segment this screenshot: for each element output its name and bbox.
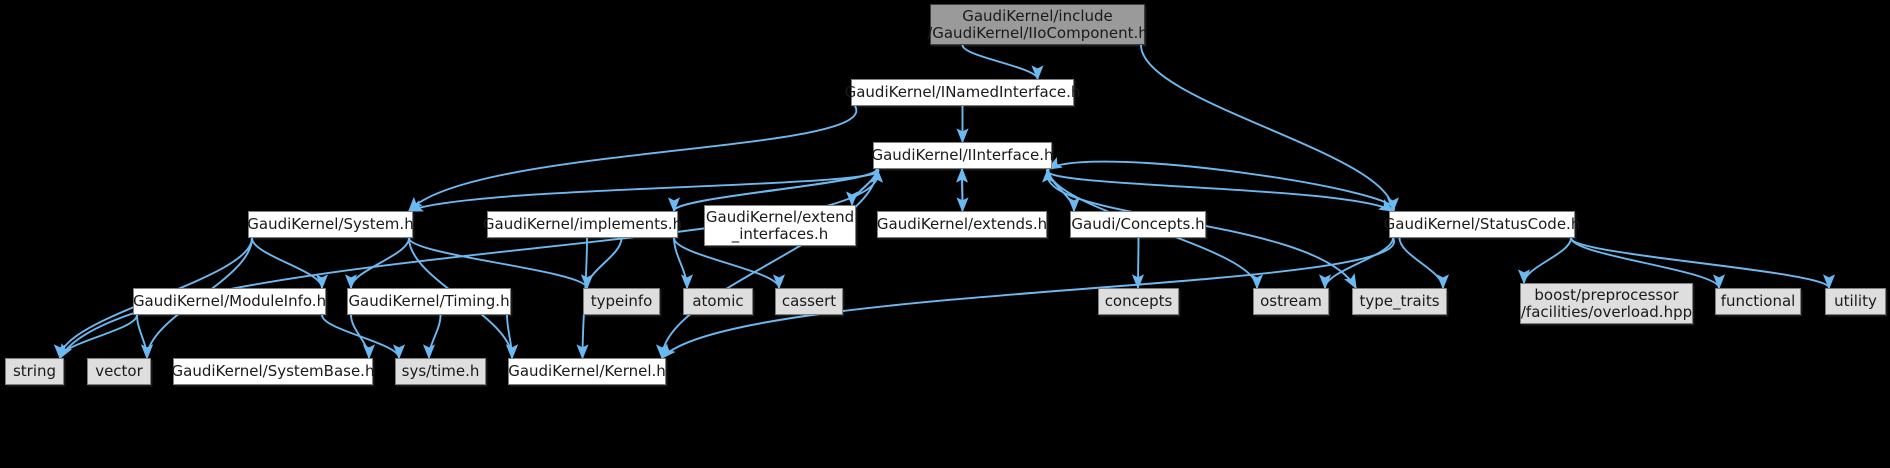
- graph-edge-inamedinterface-to-system: [407, 105, 858, 213]
- graph-node-label: Gaudi/Concepts.h: [1071, 215, 1205, 234]
- graph-edge-moduleinfo-to-string: [53, 314, 138, 360]
- graph-edge-timing-to-systembase: [350, 314, 376, 360]
- graph-edge-iinterface-to-kernel: [655, 168, 878, 360]
- graph-edge-iinterface-to-statuscode: [1046, 168, 1395, 212]
- graph-node-utility[interactable]: utility: [1825, 288, 1886, 315]
- graph-node-iiocomponent[interactable]: GaudiKernel/include /GaudiKernel/IIoComp…: [927, 4, 1148, 45]
- graph-edge-extend_interfaces-to-iinterface: [851, 167, 884, 206]
- graph-edge-iinterface-to-string: [59, 168, 879, 360]
- graph-node-label: GaudiKernel/extend _interfaces.h: [705, 207, 855, 243]
- graph-edge-extends-to-iinterface: [955, 167, 969, 212]
- graph-node-string[interactable]: string: [5, 358, 64, 385]
- graph-edge-implements-to-atomic: [673, 237, 694, 290]
- graph-node-label: concepts: [1104, 292, 1173, 311]
- graph-node-label: GaudiKernel/ModuleInfo.h: [132, 292, 327, 311]
- graph-node-label: cassert: [781, 292, 837, 311]
- graph-edge-statuscode-to-boost_overload: [1517, 237, 1572, 285]
- graph-edge-timing-to-systime: [422, 314, 442, 360]
- graph-edge-system-to-timing: [344, 237, 410, 290]
- graph-edge-statuscode-to-type_traits: [1398, 237, 1450, 290]
- graph-edge-implements-to-typeinfo: [580, 237, 623, 290]
- graph-edge-concepts_h-to-iinterface: [1041, 167, 1075, 212]
- graph-edge-statuscode-to-iinterface: [1046, 157, 1395, 212]
- graph-node-label: GaudiKernel/SystemBase.h: [171, 362, 375, 381]
- graph-node-typeinfo[interactable]: typeinfo: [583, 288, 660, 315]
- graph-node-implements[interactable]: GaudiKernel/implements.h: [483, 211, 682, 238]
- graph-node-label: GaudiKernel/IInterface.h: [871, 146, 1054, 165]
- graph-node-timing[interactable]: GaudiKernel/Timing.h: [347, 288, 511, 315]
- graph-node-extend_interfaces[interactable]: GaudiKernel/extend _interfaces.h: [704, 205, 856, 246]
- graph-node-label: atomic: [692, 292, 744, 311]
- graph-node-label: GaudiKernel/System.h: [247, 215, 414, 234]
- graph-edge-system-to-moduleinfo: [251, 237, 329, 290]
- graph-node-label: ostream: [1260, 292, 1322, 311]
- graph-node-label: GaudiKernel/include /GaudiKernel/IIoComp…: [927, 6, 1148, 42]
- graph-node-label: GaudiKernel/StatusCode.h: [1383, 215, 1581, 234]
- graph-node-systime[interactable]: sys/time.h: [395, 358, 486, 385]
- graph-node-inamedinterface[interactable]: GaudiKernel/INamedInterface.h: [845, 79, 1080, 106]
- graph-edge-implements-to-iinterface: [673, 167, 883, 212]
- graph-node-statuscode[interactable]: GaudiKernel/StatusCode.h: [1384, 211, 1580, 238]
- graph-node-extends[interactable]: GaudiKernel/extends.h: [877, 211, 1047, 238]
- graph-node-label: boost/preprocessor /facilities/overload.…: [1520, 285, 1693, 321]
- graph-edge-statuscode-to-functional: [1570, 237, 1725, 290]
- graph-edge-statuscode-to-kernel: [660, 237, 1395, 360]
- graph-edge-statuscode-to-ostream: [1318, 237, 1394, 290]
- graph-node-type_traits[interactable]: type_traits: [1352, 288, 1447, 315]
- graph-edge-implements-to-cassert: [673, 237, 785, 290]
- graph-node-label: functional: [1720, 292, 1796, 311]
- graph-node-kernel[interactable]: GaudiKernel/Kernel.h: [508, 358, 666, 385]
- graph-node-boost_overload[interactable]: boost/preprocessor /facilities/overload.…: [1520, 283, 1693, 324]
- graph-edge-timing-to-kernel: [505, 314, 519, 360]
- graph-node-ostream[interactable]: ostream: [1253, 288, 1329, 315]
- graph-node-label: sys/time.h: [401, 362, 480, 381]
- graph-node-label: GaudiKernel/Timing.h: [348, 292, 510, 311]
- graph-node-label: GaudiKernel/Kernel.h: [508, 362, 666, 381]
- graph-node-label: GaudiKernel/implements.h: [482, 215, 683, 234]
- graph-edge-moduleinfo-to-vector: [136, 314, 154, 360]
- graph-node-concepts[interactable]: concepts: [1098, 288, 1179, 315]
- graph-node-concepts_h[interactable]: Gaudi/Concepts.h: [1070, 211, 1206, 238]
- graph-node-label: GaudiKernel/extends.h: [876, 215, 1048, 234]
- graph-node-systembase[interactable]: GaudiKernel/SystemBase.h: [172, 358, 374, 385]
- graph-edge-iiocomponent-to-inamedinterface: [961, 44, 1044, 81]
- graph-node-label: utility: [1834, 292, 1877, 311]
- graph-node-functional[interactable]: functional: [1715, 288, 1801, 315]
- graph-node-label: typeinfo: [590, 292, 653, 311]
- graph-node-system[interactable]: GaudiKernel/System.h: [247, 211, 414, 238]
- graph-edge-system-to-typeinfo: [408, 237, 593, 290]
- graph-node-label: GaudiKernel/INamedInterface.h: [844, 83, 1081, 102]
- graph-node-cassert[interactable]: cassert: [775, 288, 843, 315]
- graph-node-label: vector: [95, 362, 143, 381]
- graph-node-vector[interactable]: vector: [87, 358, 151, 385]
- graph-node-label: string: [12, 362, 57, 381]
- graph-edge-statuscode-to-utility: [1570, 237, 1835, 290]
- graph-node-label: type_traits: [1359, 292, 1440, 311]
- graph-node-iinterface[interactable]: GaudiKernel/IInterface.h: [871, 142, 1054, 169]
- graph-node-atomic[interactable]: atomic: [683, 288, 753, 315]
- graph-node-moduleinfo[interactable]: GaudiKernel/ModuleInfo.h: [133, 288, 326, 315]
- graph-edge-concepts_h-to-concepts: [1131, 237, 1145, 290]
- graph-edge-iiocomponent-to-statuscode: [1140, 44, 1400, 213]
